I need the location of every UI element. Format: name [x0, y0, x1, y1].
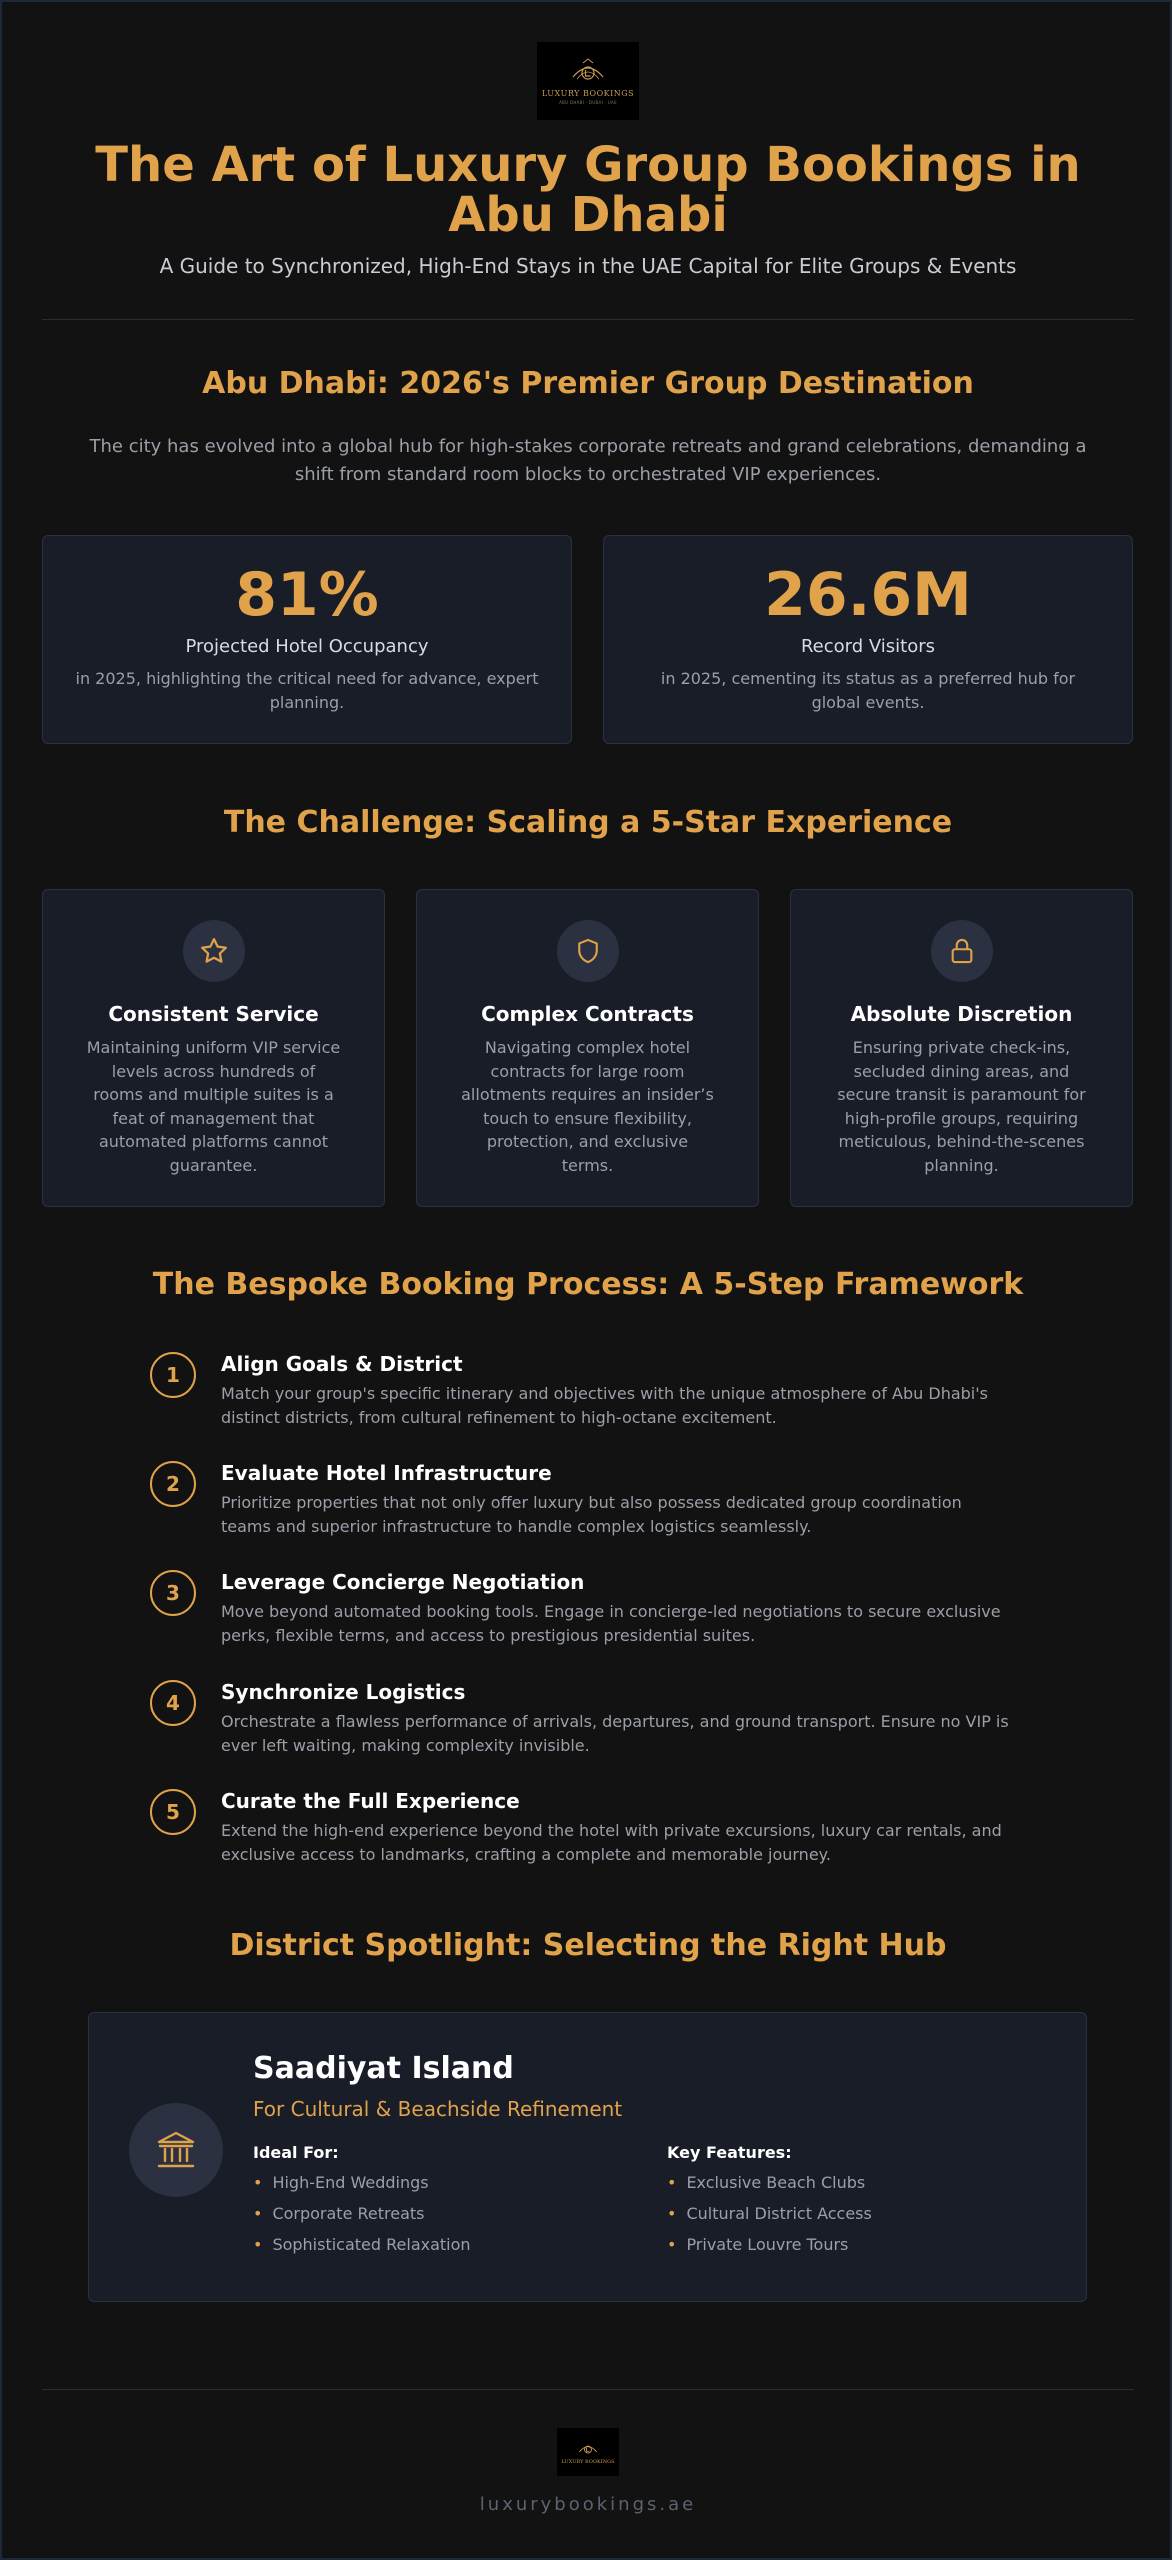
- page-title: The Art of Luxury Group Bookings in Abu …: [95, 137, 1081, 243]
- spotlight-title: District Spotlight: Selecting the Right …: [229, 1928, 947, 1963]
- key-features-list: Key Features: •Exclusive Beach Clubs •Cu…: [667, 2143, 1027, 2265]
- district-card: Saadiyat Island For Cultural & Beachside…: [88, 2012, 1087, 2302]
- key-features-heading: Key Features:: [667, 2143, 792, 2162]
- list-item: •Sophisticated Relaxation: [253, 2235, 471, 2254]
- stat-label: Record Visitors: [800, 636, 936, 657]
- logo[interactable]: LUXURY BOOKINGS ABU DHABI · DUBAI · UAE: [537, 42, 639, 120]
- list-item: •Corporate Retreats: [253, 2204, 425, 2223]
- challenge-card-contracts: Complex Contracts Navigating complex hot…: [416, 889, 759, 1207]
- challenge-card-title: Complex Contracts: [481, 1002, 694, 1026]
- logo-brand: LUXURY BOOKINGS: [541, 89, 635, 98]
- bullet-icon: •: [253, 2173, 263, 2192]
- step-title: Leverage Concierge Negotiation: [221, 1570, 585, 1594]
- page-subtitle: A Guide to Synchronized, High-End Stays …: [159, 254, 1017, 278]
- challenge-card-discretion: Absolute Discretion Ensuring private che…: [790, 889, 1133, 1207]
- district-tagline: For Cultural & Beachside Refinement: [253, 2097, 623, 2121]
- step-title: Align Goals & District: [221, 1352, 463, 1376]
- step-number: 4: [150, 1680, 196, 1726]
- list-item: •Private Louvre Tours: [667, 2235, 849, 2254]
- stat-value: 81%: [235, 560, 379, 630]
- step-number: 2: [150, 1461, 196, 1507]
- process-title: The Bespoke Booking Process: A 5-Step Fr…: [152, 1267, 1024, 1302]
- bullet-icon: •: [667, 2204, 677, 2223]
- header-divider: [42, 319, 1134, 320]
- step-number: 5: [150, 1789, 196, 1835]
- bullet-icon: •: [667, 2173, 677, 2192]
- step-title: Synchronize Logistics: [221, 1680, 466, 1704]
- challenge-card-desc: Maintaining uniform VIP service levels a…: [86, 1038, 341, 1175]
- stat-label: Projected Hotel Occupancy: [185, 636, 429, 657]
- step-description: Prioritize properties that not only offe…: [221, 1493, 962, 1536]
- stat-description: in 2025, highlighting the critical need …: [75, 669, 539, 712]
- district-name: Saadiyat Island: [253, 2051, 514, 2086]
- step-number: 3: [150, 1570, 196, 1616]
- step-title: Curate the Full Experience: [221, 1789, 520, 1813]
- bullet-icon: •: [253, 2235, 263, 2254]
- stat-description: in 2025, cementing its status as a prefe…: [660, 669, 1076, 712]
- bullet-icon: •: [667, 2235, 677, 2254]
- challenge-title: The Challenge: Scaling a 5-Star Experien…: [223, 805, 953, 840]
- destination-lead: The city has evolved into a global hub f…: [89, 436, 1087, 485]
- step-title: Evaluate Hotel Infrastructure: [221, 1461, 552, 1485]
- stat-card-visitors: 26.6M Record Visitors in 2025, cementing…: [603, 535, 1133, 744]
- crest-icon: [578, 2445, 598, 2454]
- challenge-card-desc: Ensuring private check-ins, secluded din…: [837, 1038, 1086, 1175]
- step-description: Match your group's specific itinerary an…: [221, 1384, 988, 1427]
- step-description: Move beyond automated booking tools. Eng…: [221, 1602, 1001, 1645]
- footer-logo[interactable]: LUXURY BOOKINGS: [557, 2428, 619, 2476]
- destination-title: Abu Dhabi: 2026's Premier Group Destinat…: [202, 366, 974, 401]
- star-icon: [182, 920, 245, 982]
- stat-value: 26.6M: [764, 560, 972, 630]
- footer-divider: [42, 2389, 1134, 2390]
- step-description: Orchestrate a flawless performance of ar…: [221, 1712, 1009, 1755]
- lock-icon: [930, 920, 993, 982]
- stat-card-occupancy: 81% Projected Hotel Occupancy in 2025, h…: [42, 535, 572, 744]
- challenge-card-desc: Navigating complex hotel contracts for l…: [461, 1038, 714, 1175]
- challenge-card-title: Absolute Discretion: [850, 1002, 1073, 1026]
- shield-icon: [556, 920, 619, 982]
- step-description: Extend the high-end experience beyond th…: [221, 1821, 1002, 1864]
- bullet-icon: •: [253, 2204, 263, 2223]
- step-number: 1: [150, 1352, 196, 1398]
- ideal-for-heading: Ideal For:: [253, 2143, 339, 2162]
- list-item: •Exclusive Beach Clubs: [667, 2173, 866, 2192]
- challenge-card-title: Consistent Service: [108, 1002, 319, 1026]
- list-item: •Cultural District Access: [667, 2204, 872, 2223]
- landmark-icon: [129, 2103, 223, 2197]
- list-item: •High-End Weddings: [253, 2173, 429, 2192]
- footer-logo-brand: LUXURY BOOKINGS: [561, 2458, 615, 2465]
- logo-tagline: ABU DHABI · DUBAI · UAE: [559, 100, 617, 105]
- footer-url-link[interactable]: luxurybookings.ae: [479, 2494, 697, 2515]
- ideal-for-list: Ideal For: •High-End Weddings •Corporate…: [253, 2143, 613, 2265]
- challenge-card-service: Consistent Service Maintaining uniform V…: [42, 889, 385, 1207]
- crest-icon: [572, 58, 604, 80]
